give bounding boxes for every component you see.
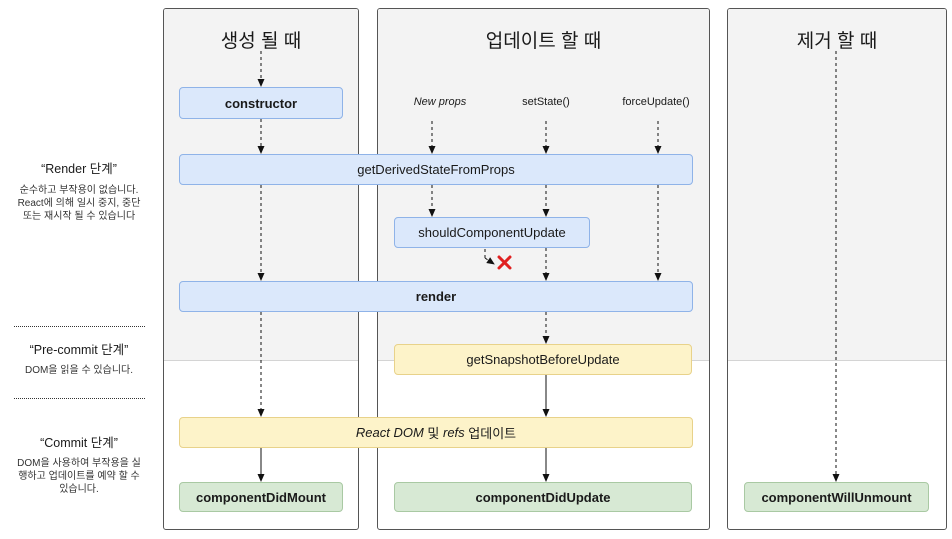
component-will-unmount-box: componentWillUnmount <box>744 482 929 512</box>
commit-phase-description: DOM을 사용하여 부작용을 실행하고 업데이트를 예약 할 수 있습니다. <box>17 458 141 495</box>
x-mark-icon <box>497 255 512 270</box>
react-dom-conjunction: 및 <box>427 426 443 441</box>
precommit-phase-label: “Pre-commit 단계” DOM을 읽을 수 있습니다. <box>10 339 148 377</box>
commit-phase-label: “Commit 단계” DOM을 사용하여 부작용을 실행하고 업데이트를 예약… <box>10 432 148 496</box>
precommit-phase-description: DOM을 읽을 수 있습니다. <box>24 365 134 376</box>
get-snapshot-before-update-box: getSnapshotBeforeUpdate <box>394 344 692 375</box>
update-label: 업데이트 <box>464 426 517 441</box>
component-did-update-box: componentDidUpdate <box>394 482 692 512</box>
column-unmount-title: 제거 할 때 <box>796 31 878 52</box>
arrow <box>484 257 495 265</box>
column-unmount: 제거 할 때 <box>727 8 947 530</box>
refs-label: refs <box>442 425 465 440</box>
constructor-box: constructor <box>179 87 343 119</box>
precommit-phase-title: “Pre-commit 단계” <box>29 343 129 357</box>
react-dom-label: React DOM <box>355 425 428 440</box>
phase-separator <box>14 398 145 399</box>
trigger-new-props: New props <box>413 96 467 108</box>
get-derived-state-from-props-box: getDerivedStateFromProps <box>179 154 693 185</box>
phase-separator <box>14 326 145 327</box>
render-phase-title: “Render 단계” <box>41 162 117 176</box>
commit-phase-title: “Commit 단계” <box>40 436 118 450</box>
render-phase-label: “Render 단계” 순수하고 부작용이 없습니다. React에 의해 일시… <box>10 158 148 223</box>
render-box: render <box>179 281 693 312</box>
should-component-update-box: shouldComponentUpdate <box>394 217 590 248</box>
render-phase-description: 순수하고 부작용이 없습니다. React에 의해 일시 중지, 중단 또는 재… <box>17 185 141 222</box>
column-mount-title: 생성 될 때 <box>220 31 302 52</box>
trigger-force-update: forceUpdate() <box>622 96 690 108</box>
column-update-title: 업데이트 할 때 <box>485 31 602 52</box>
render-phase-shading <box>728 9 946 361</box>
react-dom-update-box: React DOM 및 refs 업데이트 <box>179 417 693 448</box>
trigger-set-state: setState() <box>522 96 570 108</box>
component-did-mount-box: componentDidMount <box>179 482 343 512</box>
